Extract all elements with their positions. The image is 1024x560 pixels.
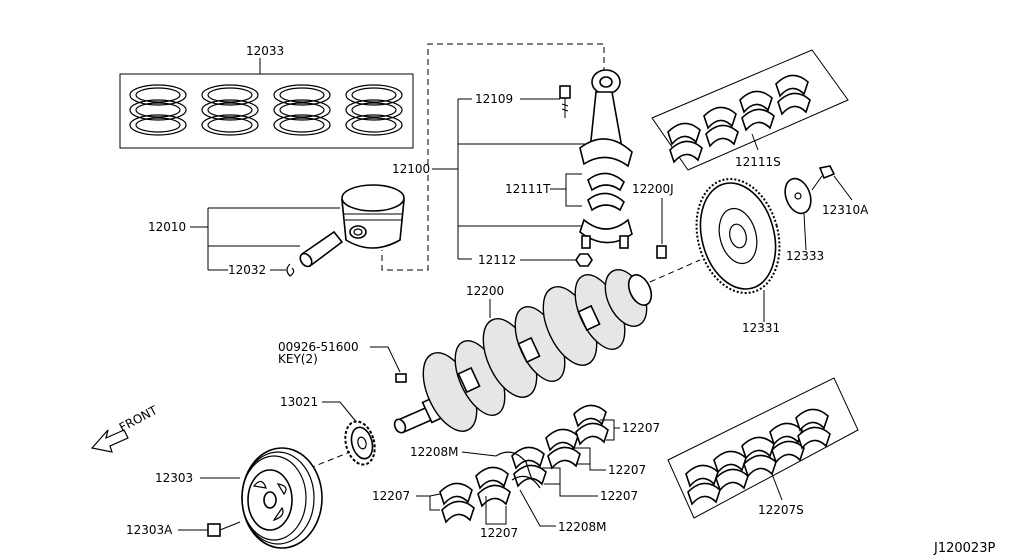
front-indicator: FRONT [90,403,160,453]
piston-ring-stack-2 [201,84,259,136]
label-12109[interactable]: 12109 [475,92,513,106]
main-bearing-set-shells [685,408,831,506]
thrust-washer-2 [511,475,541,489]
ring-set-box [119,73,414,149]
label-12208M-b[interactable]: 12208M [558,520,607,534]
label-12100[interactable]: 12100 [392,162,430,176]
label-12207-d[interactable]: 12207 [372,489,410,503]
label-12331[interactable]: 12331 [742,321,780,335]
label-12207-a[interactable]: 12207 [622,421,660,435]
conrod-bearing-shells [667,74,811,164]
crankshaft [393,269,653,434]
leader-key [370,346,401,373]
front-arrow-icon [90,429,129,453]
crankshaft-group: 12200 [393,259,701,434]
piston-ring-set-group: 12033 [119,44,414,149]
flywheel-bolt-group: 12310A [811,165,869,217]
label-00926-51600[interactable]: 00926-51600 [278,340,359,354]
piston-pin [299,230,344,268]
woodruff-key [395,373,407,383]
label-12207-e[interactable]: 12207 [480,526,518,540]
leader-12111S [751,133,759,151]
leader-12310A [833,175,853,201]
main-bearing-shells [439,404,609,524]
main-bearing-set-group: 12207S [667,377,859,519]
leader-13021 [322,401,359,425]
pulley-bolt [207,521,241,537]
label-12010[interactable]: 12010 [148,220,186,234]
label-12207-c[interactable]: 12207 [600,489,638,503]
flywheel-plate [784,177,812,215]
piston-ring-stack-1 [129,84,187,136]
piston [341,184,405,249]
label-12200[interactable]: 12200 [466,284,504,298]
crank-pulley-group: 12303 12303A [126,447,323,549]
front-label: FRONT [117,403,160,435]
flywheel-plate-group: 12333 [784,177,824,263]
crank-sprocket-group: 13021 [280,395,376,473]
pilot-pin [656,245,667,259]
leader-12333 [803,213,807,251]
label-12207S[interactable]: 12207S [758,503,804,517]
label-12111S[interactable]: 12111S [735,155,781,169]
flywheel-bolt [811,165,836,191]
connecting-rod-cap [579,218,633,249]
woodruff-key-group: 00926-51600 KEY(2) [278,340,407,383]
pilot-pin-group: 12200J [632,182,674,259]
piston-ring-stack-3 [273,84,331,136]
rod-bolt [559,85,571,118]
label-12033[interactable]: 12033 [246,44,284,58]
conrod-bearing-set-group: 12111S [651,49,849,171]
connecting-rod [579,69,633,168]
label-key-qty[interactable]: KEY(2) [278,352,318,366]
conrod-bearing-shell-upper [587,172,625,212]
leader-12207S [771,473,783,501]
label-12112[interactable]: 12112 [478,253,516,267]
label-12200J[interactable]: 12200J [632,182,674,196]
snap-ring [286,263,295,277]
diagram-id: J120023P [933,541,995,556]
flywheel [699,182,777,290]
label-12303A[interactable]: 12303A [126,523,173,537]
piston-ring-stack-4 [345,84,403,136]
label-12111T[interactable]: 12111T [505,182,551,196]
label-12333[interactable]: 12333 [786,249,824,263]
flywheel-group: 12331 [695,178,781,335]
conrod-dashed-outline-bottom [381,175,429,271]
main-bearings-group: 12207 12208M 12207 12207 12207 12207 122… [372,404,660,540]
thrust-washer-1 [495,451,533,481]
label-12207-b[interactable]: 12207 [608,463,646,477]
conrod-nut [575,253,593,267]
bearing-set-box-12207S [667,377,859,519]
label-12032[interactable]: 12032 [228,263,266,277]
label-12208M-a[interactable]: 12208M [410,445,459,459]
label-13021[interactable]: 13021 [280,395,318,409]
piston-group: 12010 12032 [148,184,405,277]
crank-pulley [241,447,323,549]
label-12310A[interactable]: 12310A [822,203,869,217]
connecting-rod-group: 12100 12109 12111T [392,69,633,267]
label-12303[interactable]: 12303 [155,471,193,485]
conrod-dashed-outline-top [427,43,605,165]
